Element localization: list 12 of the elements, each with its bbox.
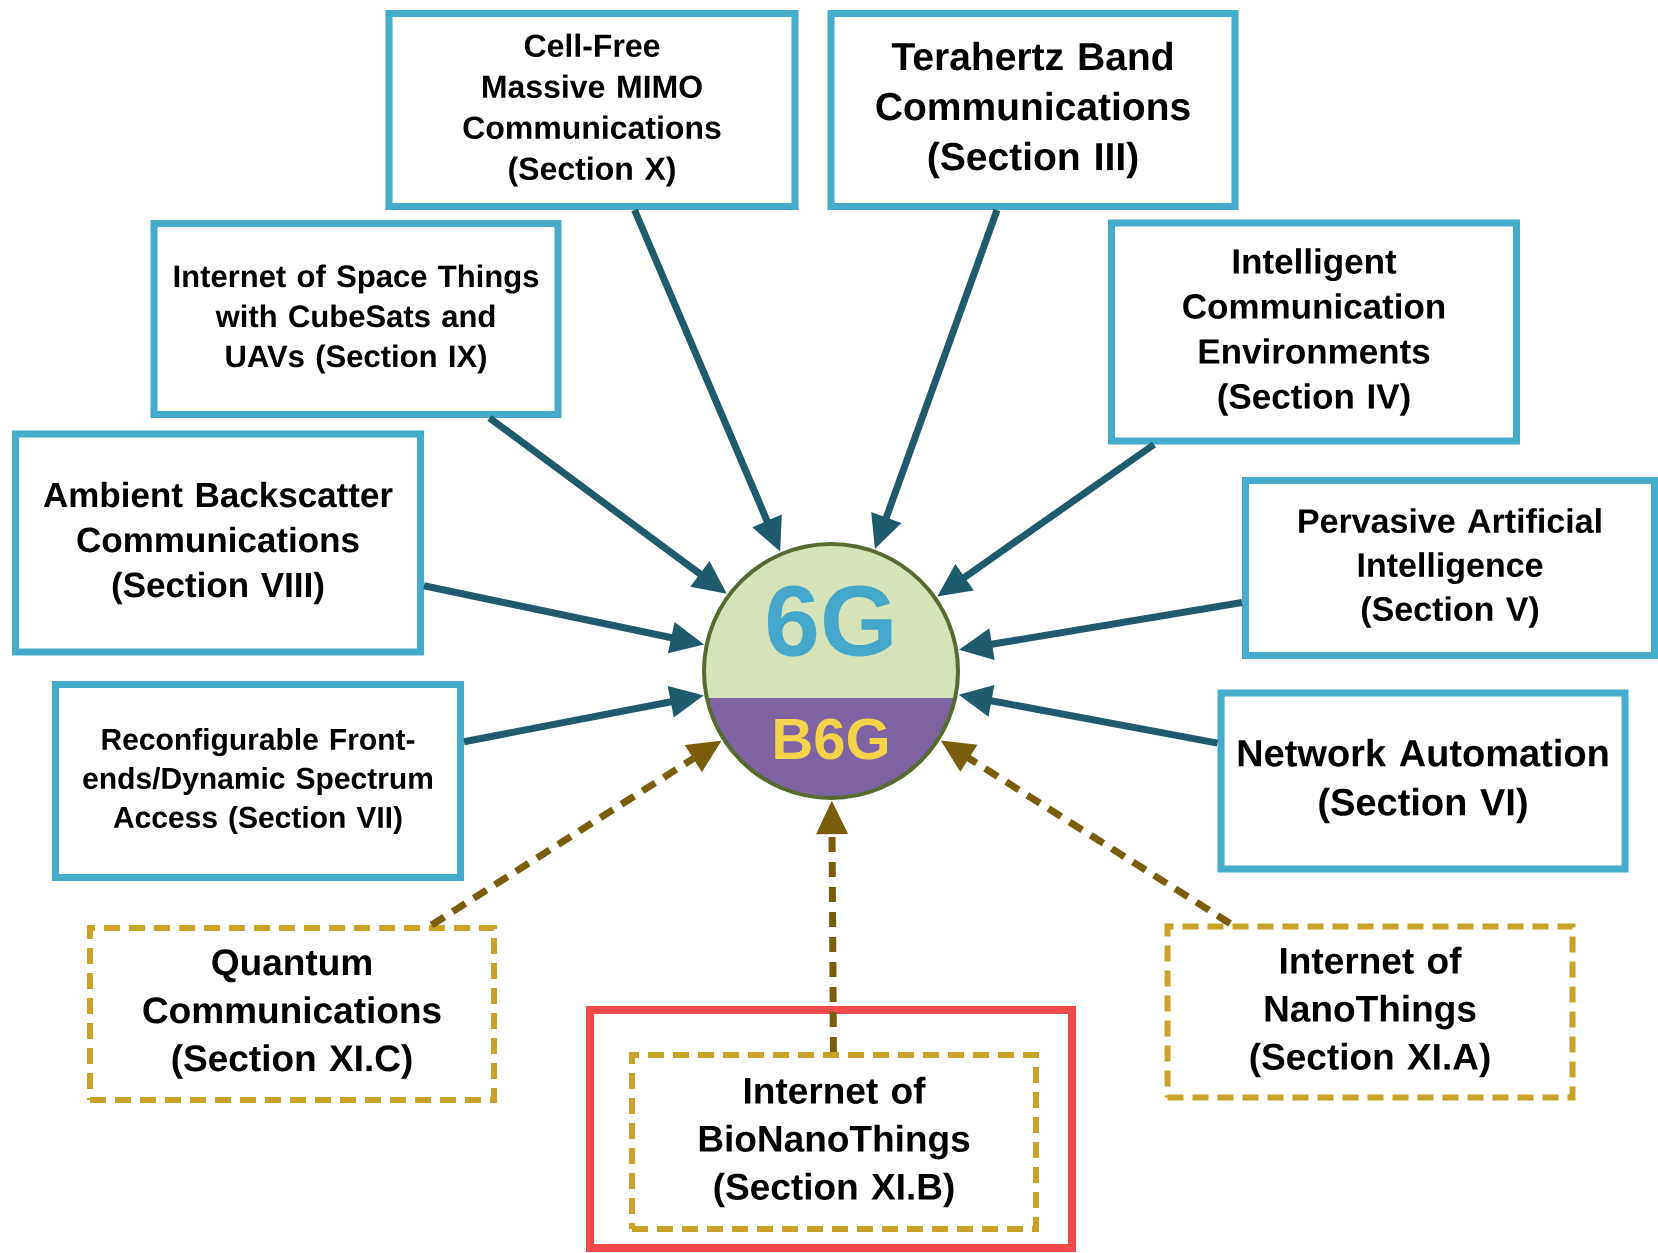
topic-box: Reconfigurable Front-ends/Dynamic Spectrum Access (Section VII) (52, 681, 464, 881)
topic-box: Terahertz Band Communications (Section III) (827, 10, 1239, 210)
topic-box: Ambient Backscatter Communications (Section VIII) (12, 430, 424, 656)
topic-box: Intelligent Communication Environments (Section IV) (1108, 219, 1520, 445)
topic-box: Network Automation (Section VI) (1217, 689, 1629, 873)
topic-box: Cell-Free Massive MIMO Communications (Section X) (385, 10, 799, 210)
dashed-topic-box: Internet of NanoThings (Section XI.A) (1164, 923, 1576, 1101)
topic-box: Pervasive Artificial Intelligence (Section V) (1242, 477, 1658, 659)
dashed-topic-box: Quantum Communications (Section XI.C) (87, 925, 497, 1103)
topic-box: Internet of Space Things with CubeSats and UAVs (Section IX) (150, 220, 562, 418)
highlight-box (586, 1006, 1076, 1252)
dashed-topic-box: Internet of BioNanoThings (Section XI.B) (629, 1052, 1039, 1232)
